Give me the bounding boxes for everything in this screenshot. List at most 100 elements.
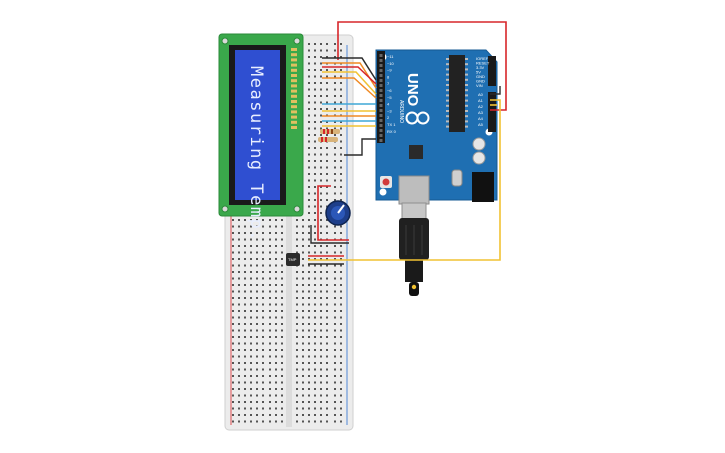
breadboard-hole [262, 362, 264, 364]
breadboard-hole [326, 407, 328, 410]
breadboard-hole [250, 238, 252, 241]
breadboard-hole [308, 251, 310, 254]
breadboard-hole [256, 225, 258, 228]
breadboard-hole [244, 349, 246, 351]
breadboard-hole [334, 95, 336, 97]
breadboard-hole [275, 225, 277, 228]
breadboard-hole [308, 310, 310, 312]
breadboard-hole [320, 212, 322, 214]
breadboard-hole [340, 375, 342, 377]
lcd-pin [291, 84, 297, 88]
lcd-pin [291, 100, 297, 103]
breadboard-hole [308, 388, 310, 390]
breadboard-hole [302, 271, 304, 273]
breadboard-hole [269, 251, 271, 254]
breadboard-hole [275, 362, 277, 364]
breadboard-hole [244, 394, 246, 397]
reset-button-cap[interactable] [382, 178, 390, 186]
pin-label: ~10 [387, 61, 395, 66]
temperature-sensor[interactable]: TMP [286, 253, 300, 266]
breadboard-hole [334, 303, 336, 306]
breadboard-hole [340, 186, 342, 188]
breadboard-hole [269, 310, 271, 312]
breadboard-hole [340, 147, 342, 149]
breadboard-hole [314, 186, 316, 188]
breadboard-hole [250, 407, 252, 410]
breadboard-hole [250, 355, 252, 358]
breadboard-hole [262, 375, 264, 377]
header-hole [379, 99, 383, 102]
breadboard-hole [340, 407, 342, 410]
breadboard-hole [340, 381, 342, 384]
breadboard-hole [314, 232, 316, 234]
breadboard-hole [320, 316, 322, 319]
breadboard-hole [334, 56, 336, 58]
breadboard-hole [238, 251, 240, 254]
pin-label: 4 [387, 102, 390, 107]
breadboard-hole [314, 258, 316, 260]
breadboard-hole [314, 245, 316, 247]
wire-red-2 [322, 66, 377, 85]
breadboard-hole [302, 219, 304, 221]
pin-label: 5V [476, 70, 481, 75]
lcd-pin [291, 53, 297, 57]
breadboard-hole [326, 205, 328, 208]
breadboard-hole [275, 238, 277, 241]
breadboard-hole [320, 329, 322, 332]
breadboard-hole [308, 179, 310, 182]
breadboard-hole [238, 342, 240, 345]
lcd-pin [291, 89, 297, 93]
breadboard-hole [314, 284, 316, 286]
breadboard-hole [302, 232, 304, 234]
breadboard-hole [269, 284, 271, 286]
breadboard-hole [244, 342, 246, 345]
chip-leg [465, 58, 468, 60]
breadboard-hole [296, 355, 298, 358]
breadboard-hole [308, 349, 310, 351]
breadboard-hole [302, 290, 304, 293]
breadboard-hole [314, 101, 316, 104]
breadboard-hole [244, 329, 246, 332]
breadboard-hole [275, 355, 277, 358]
breadboard-hole [326, 43, 328, 45]
breadboard-hole [320, 362, 322, 364]
breadboard-hole [340, 69, 342, 71]
breadboard-hole [326, 381, 328, 384]
breadboard-hole [238, 225, 240, 228]
chip-leg [465, 78, 468, 81]
breadboard-hole [326, 284, 328, 286]
breadboard-hole [250, 336, 252, 338]
breadboard-hole [269, 362, 271, 364]
breadboard-hole [275, 420, 277, 423]
breadboard-hole [302, 258, 304, 260]
breadboard-hole [256, 394, 258, 397]
breadboard-hole [238, 355, 240, 358]
breadboard-hole [275, 342, 277, 345]
breadboard-hole [320, 173, 322, 175]
power-jack [472, 172, 494, 202]
breadboard-hole [238, 336, 240, 338]
breadboard-hole [314, 153, 316, 156]
breadboard-hole [334, 414, 336, 416]
breadboard-hole [232, 329, 234, 332]
breadboard-hole [340, 264, 342, 267]
capacitor [472, 151, 486, 165]
breadboard-hole [326, 160, 328, 162]
power-header [488, 56, 496, 86]
breadboard-hole [232, 238, 234, 241]
breadboard-hole [256, 336, 258, 338]
breadboard-hole [296, 407, 298, 410]
lcd-module[interactable]: Measuring Temp. [218, 33, 304, 242]
breadboard-hole [314, 394, 316, 397]
breadboard-hole [302, 245, 304, 247]
breadboard-hole [232, 355, 234, 358]
breadboard-hole [314, 388, 316, 390]
wire-red-pot [317, 185, 349, 241]
sensor-label: TMP [288, 257, 297, 262]
breadboard-hole [281, 323, 283, 325]
potentiometer[interactable] [325, 200, 351, 226]
breadboard-hole [262, 368, 264, 371]
breadboard-hole [238, 323, 240, 325]
breadboard-hole [308, 277, 310, 280]
